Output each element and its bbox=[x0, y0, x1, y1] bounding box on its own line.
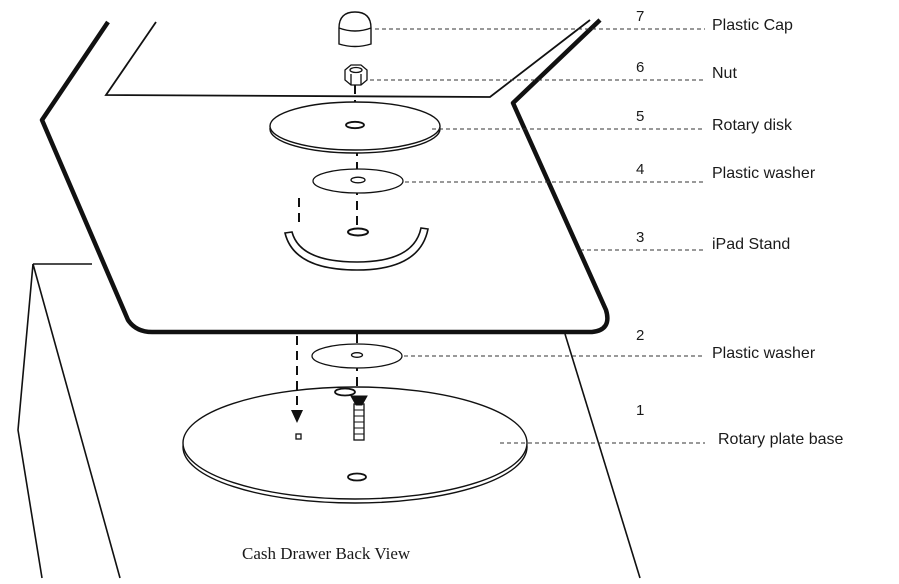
leader-lines bbox=[370, 28, 705, 444]
part-name-rotary-plate-base: Rotary plate base bbox=[718, 431, 844, 448]
ipad-stand-cutout bbox=[284, 227, 429, 271]
part-number-1: 1 bbox=[636, 402, 644, 419]
drawer-left-edge bbox=[17, 263, 43, 579]
rotary-disk bbox=[269, 101, 441, 154]
part-numbers: 7 6 5 4 3 2 1 bbox=[636, 8, 644, 419]
base-front-hole bbox=[347, 472, 367, 482]
part-name-nut: Nut bbox=[712, 65, 737, 82]
part-name-rotary-disk: Rotary disk bbox=[712, 117, 793, 134]
part-number-3: 3 bbox=[636, 229, 644, 246]
hex-nut bbox=[344, 64, 368, 86]
plastic-cap bbox=[338, 11, 372, 48]
cash-drawer-body bbox=[17, 263, 641, 579]
part-number-2: 2 bbox=[636, 327, 644, 344]
plastic-washer-upper bbox=[312, 168, 404, 194]
pin-alignment-arrow bbox=[291, 336, 303, 423]
base-rear-hole bbox=[334, 387, 356, 397]
part-number-4: 4 bbox=[636, 161, 644, 178]
part-number-6: 6 bbox=[636, 59, 644, 76]
part-number-7: 7 bbox=[636, 8, 644, 25]
part-name-plastic-cap: Plastic Cap bbox=[712, 17, 793, 34]
part-names: Plastic Cap Nut Rotary disk Plastic wash… bbox=[712, 17, 844, 448]
drawer-inner-edge bbox=[32, 263, 121, 579]
ipad-stand-center-hole bbox=[347, 227, 369, 237]
base-bolt bbox=[350, 395, 368, 441]
part-name-plastic-washer-upper: Plastic washer bbox=[712, 165, 816, 182]
rotary-plate-base bbox=[182, 386, 528, 504]
base-pin bbox=[295, 433, 302, 440]
drawer-right-edge bbox=[564, 333, 641, 579]
plastic-washer-lower bbox=[311, 343, 403, 369]
part-name-ipad-stand: iPad Stand bbox=[712, 236, 790, 253]
part-name-plastic-washer-lower: Plastic washer bbox=[712, 345, 816, 362]
ipad-stand-back-rim bbox=[104, 19, 591, 98]
diagram-caption: Cash Drawer Back View bbox=[242, 544, 411, 563]
part-number-5: 5 bbox=[636, 108, 644, 125]
